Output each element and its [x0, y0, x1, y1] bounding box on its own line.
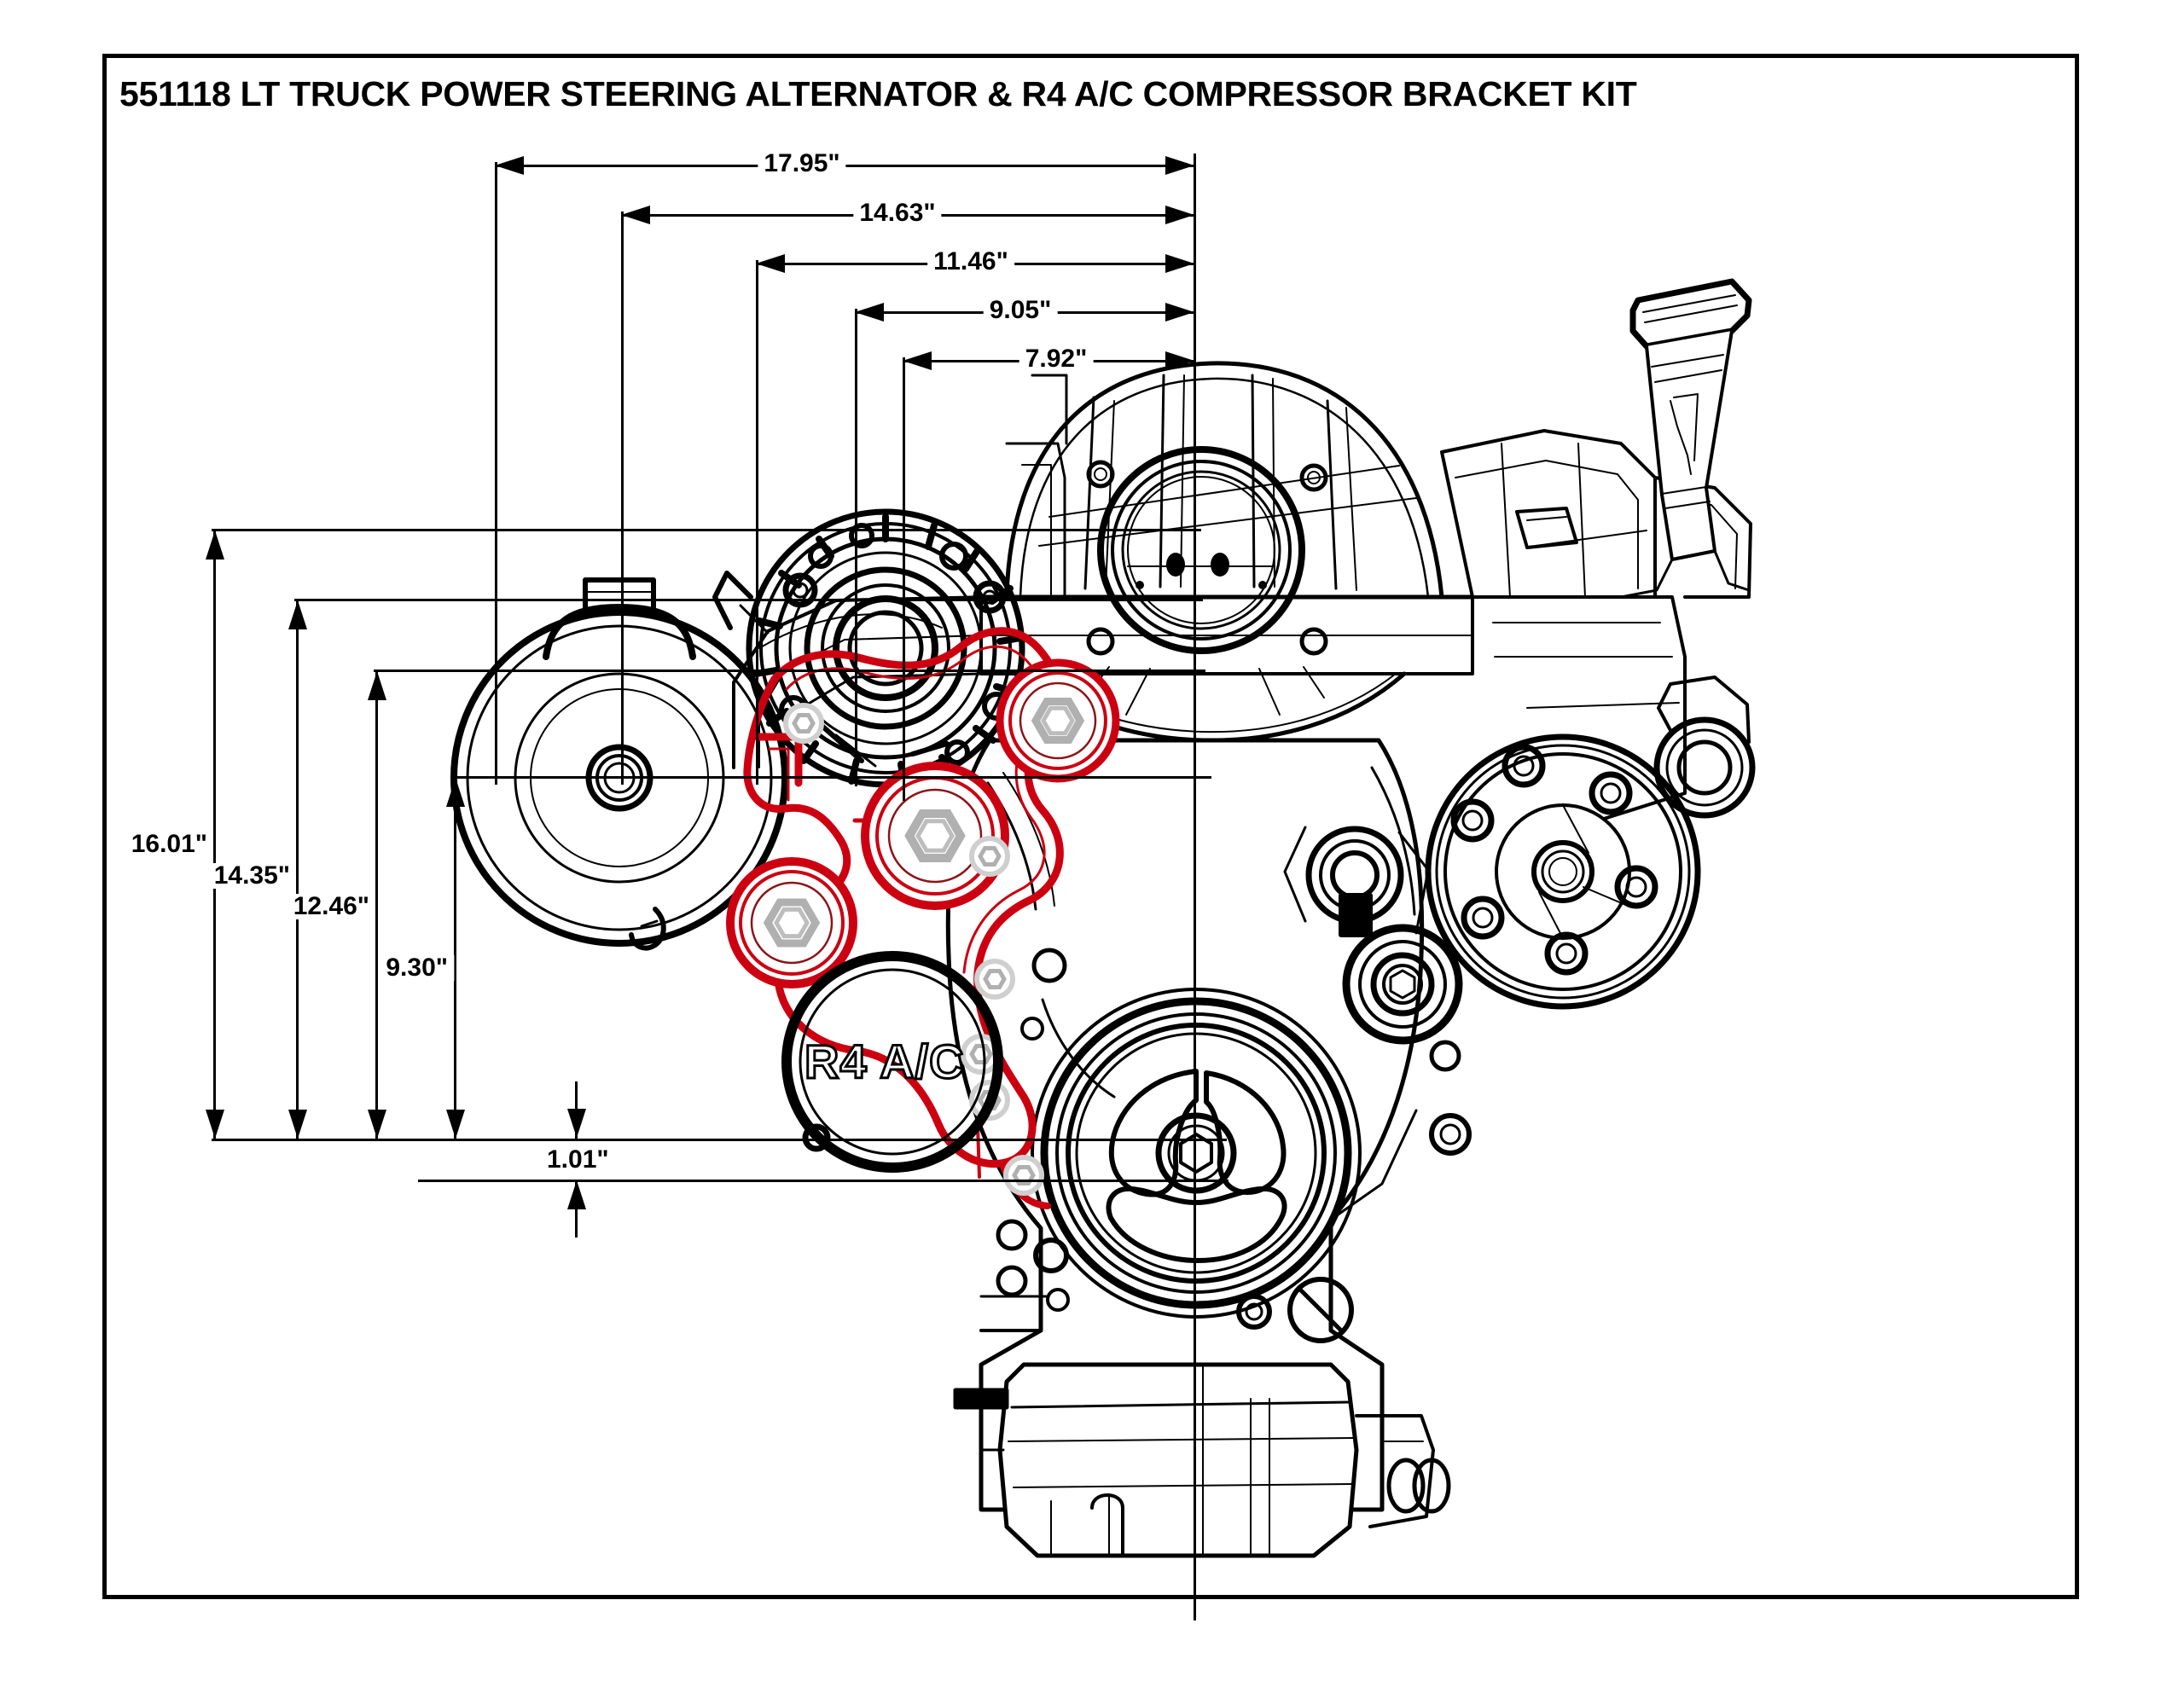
dim-label-14-35: 14.35"	[207, 863, 296, 889]
ext-line-v2	[294, 599, 1203, 601]
dim-arrow-h4-right	[1165, 303, 1194, 322]
dim-arrow-h1-right	[1165, 156, 1194, 175]
dim-arrow-v4-up	[446, 778, 465, 807]
dim-arrow-h2-left	[621, 206, 650, 224]
dim-label-9-30: 9.30"	[380, 955, 454, 981]
ext-line-h4	[855, 309, 857, 786]
dim-arrow-v3-down	[368, 1110, 386, 1139]
compressor-label: R4 A/C	[804, 1034, 966, 1090]
dim-arrow-v2-up	[288, 600, 307, 629]
dim-arrow-h4-left	[855, 303, 884, 322]
dim-arrow-v3-up	[368, 671, 386, 700]
ext-line-v1	[212, 529, 1201, 531]
dim-label-7-92: 7.92"	[1019, 346, 1094, 372]
dim-arrow-v5-up	[567, 1180, 586, 1209]
dim-label-14-63: 14.63"	[853, 200, 942, 226]
ext-line-h5	[903, 357, 905, 801]
ext-line-h3	[756, 260, 758, 785]
ext-line-v4	[452, 776, 1211, 779]
dim-line-v4	[454, 776, 456, 1139]
dim-line-v2	[296, 599, 299, 1139]
dim-arrow-v5-down	[567, 1109, 586, 1138]
drawing-title: 551118 LT TRUCK POWER STEERING ALTERNATO…	[119, 74, 1637, 113]
dim-arrow-h5-left	[903, 351, 932, 370]
dim-label-16-01: 16.01"	[125, 832, 213, 857]
dim-arrow-h5-right	[1165, 351, 1194, 370]
dim-line-v1	[213, 529, 216, 1139]
dim-arrow-v4-down	[446, 1110, 465, 1139]
dim-label-11-46: 11.46"	[927, 249, 1014, 275]
dim-label-9-05: 9.05"	[983, 298, 1058, 323]
ext-line-h2	[621, 212, 624, 785]
ext-line-v3	[374, 670, 1205, 672]
dim-arrow-v1-down	[206, 1110, 224, 1139]
dim-label-12-46: 12.46"	[287, 894, 375, 919]
ext-line-baseline	[212, 1139, 1227, 1141]
dim-arrow-h3-right	[1165, 254, 1194, 273]
ext-line-v5-lower	[418, 1180, 1228, 1182]
dim-label-1-01: 1.01"	[541, 1147, 615, 1173]
dim-arrow-h3-left	[756, 254, 785, 273]
dim-arrow-v2-down	[288, 1110, 307, 1139]
dim-label-17-95: 17.95"	[758, 151, 846, 177]
ext-line-h1	[495, 162, 497, 785]
centerline-vertical	[1194, 154, 1196, 1620]
dim-arrow-h2-right	[1165, 206, 1194, 224]
dim-arrow-h1-left	[495, 156, 524, 175]
dim-arrow-v1-up	[206, 530, 224, 559]
dim-line-v3	[375, 670, 378, 1139]
